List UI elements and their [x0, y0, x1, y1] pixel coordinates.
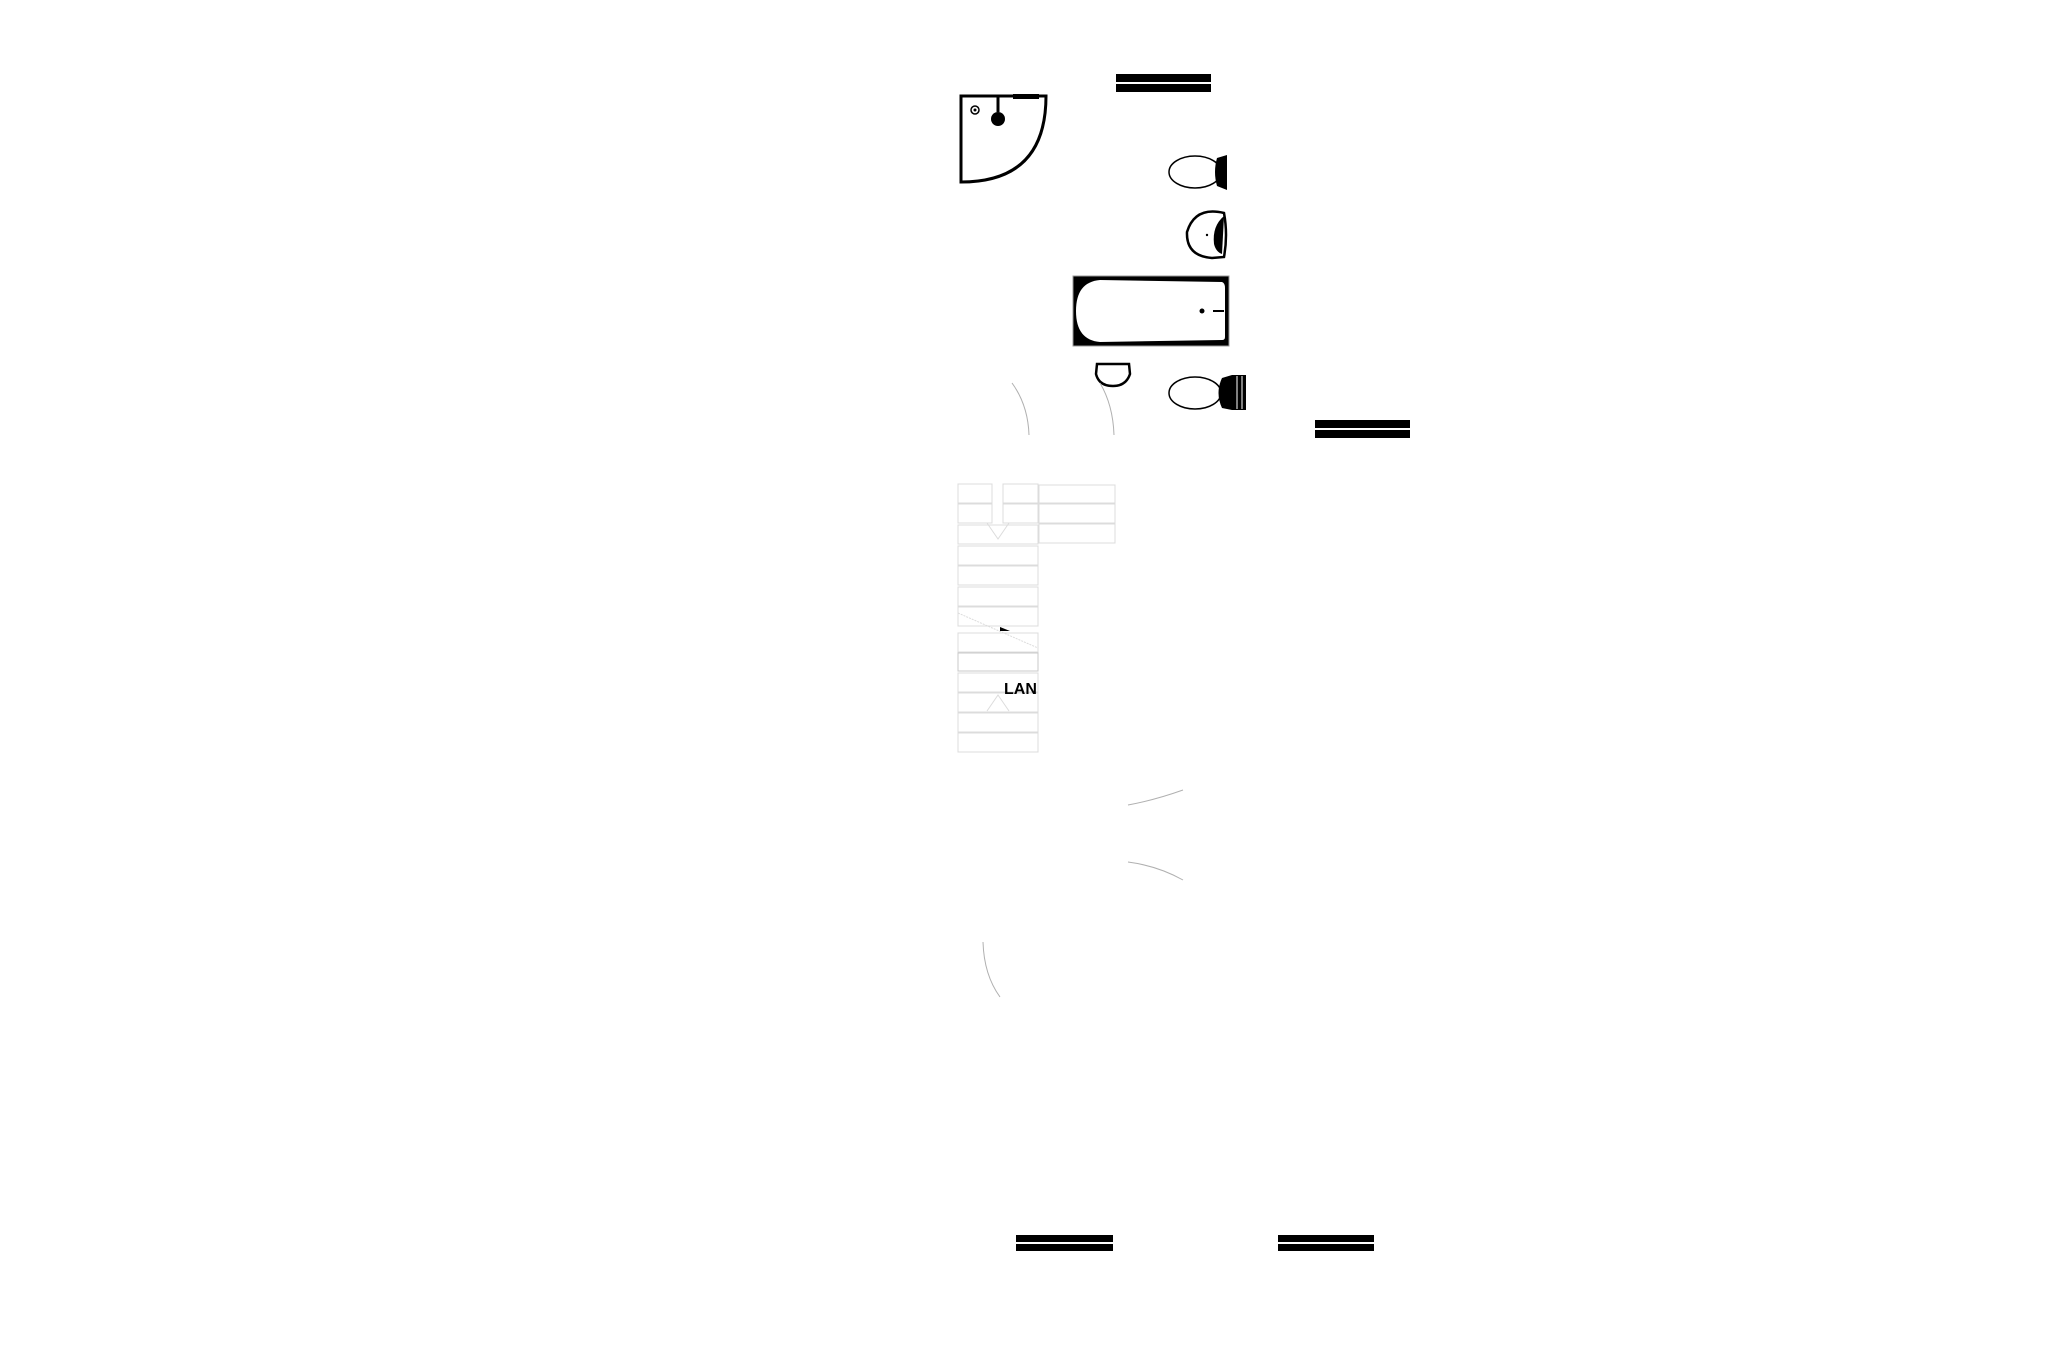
window-top: [1116, 74, 1211, 92]
toilet-upper: [1168, 155, 1227, 190]
small-basin: [1094, 362, 1132, 388]
toilet-lower: [1168, 375, 1246, 410]
door-swing-arc: [982, 941, 1001, 998]
landing-label: LAN: [1004, 681, 1037, 698]
window-right: [1315, 420, 1410, 438]
bathtub: [1072, 275, 1230, 347]
staircase: [957, 483, 1116, 753]
corner-shower: [959, 94, 1048, 184]
window-bottom-right: [1278, 1235, 1374, 1251]
door-swing-arc: [1127, 861, 1184, 881]
door-swing-arc: [1127, 789, 1184, 806]
door-swing-arc: [1099, 382, 1115, 436]
stair-cut-marker: [1000, 627, 1010, 631]
door-swing-arc: [1011, 382, 1030, 436]
wash-basin: [1185, 210, 1228, 260]
window-bottom-left: [1016, 1235, 1113, 1251]
